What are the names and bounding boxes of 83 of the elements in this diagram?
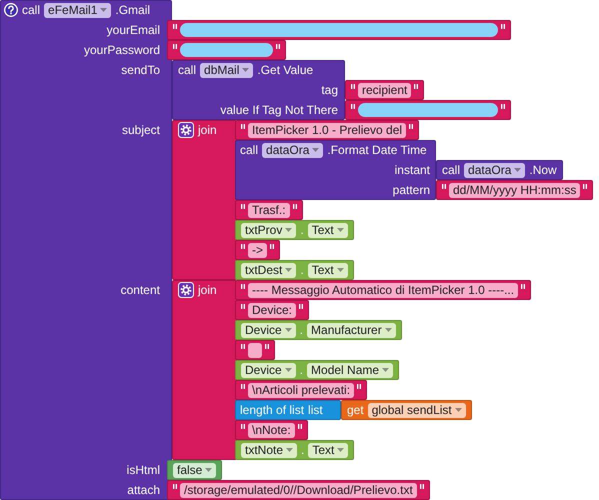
- component-dropdown: txtProv: [241, 222, 296, 238]
- text-string-block: [167, 480, 430, 500]
- string-field: \nArticoli prelevati:: [248, 382, 354, 398]
- property-getter-block: [235, 360, 400, 380]
- parameter-label: attach: [127, 483, 160, 497]
- string-field: Device:: [248, 302, 296, 318]
- string-field: ---- Messaggio Automatico di ItemPicker 1.0 ----...: [248, 282, 518, 298]
- join-block: [172, 120, 237, 280]
- text-string-block: [436, 180, 594, 200]
- method-call-block: [436, 160, 563, 180]
- parameter-label: yourPassword: [84, 43, 160, 57]
- keyword-label: call: [240, 143, 258, 157]
- string-field: ->: [248, 242, 268, 258]
- parameter-label: subject: [122, 123, 160, 137]
- method-name-label: .Gmail: [115, 3, 150, 17]
- text-string-block: [235, 280, 532, 300]
- parameter-label: pattern: [392, 183, 430, 197]
- string-field: \nNote:: [248, 422, 295, 438]
- boolean-block: [167, 460, 222, 480]
- keyword-label: call: [22, 3, 40, 17]
- parameter-label: list: [308, 403, 323, 417]
- method-name-label: .Format Date Time: [327, 143, 427, 157]
- separator-label: .: [300, 263, 304, 277]
- separator-label: .: [300, 363, 304, 377]
- property-getter-block: [235, 220, 354, 240]
- text-string-block: [235, 420, 308, 440]
- method-call-block: [0, 0, 172, 500]
- separator-label: .: [300, 323, 304, 337]
- property-getter-block: [235, 260, 354, 280]
- method-name-label: .Get Value: [257, 63, 314, 77]
- keyword-label: join: [198, 123, 217, 137]
- parameter-label: yourEmail: [106, 23, 160, 37]
- text-string-block: [345, 80, 424, 100]
- text-string-block: [235, 240, 280, 260]
- text-string-block: [235, 300, 310, 320]
- variable-getter-block: [341, 400, 472, 420]
- variable-dropdown: global sendList: [368, 402, 466, 418]
- parameter-label: instant: [394, 163, 430, 177]
- text-string-block: [235, 200, 303, 220]
- component-dropdown: txtNote: [241, 442, 298, 458]
- method-call-block: [172, 60, 345, 120]
- parameter-label: isHtml: [126, 463, 160, 477]
- keyword-label: join: [198, 283, 217, 297]
- text-string-block: [167, 40, 286, 60]
- parameter-label: sendTo: [121, 63, 160, 77]
- property-getter-block: [235, 440, 354, 460]
- component-dropdown: Device: [241, 322, 296, 338]
- string-field: /storage/emulated/0//Download/Prelievo.txt: [180, 482, 417, 498]
- property-dropdown: Text: [308, 262, 348, 278]
- text-string-block: [345, 100, 511, 120]
- keyword-label: length of list: [240, 403, 304, 417]
- keyword-label: call: [442, 163, 460, 177]
- component-dropdown: dataOra: [262, 142, 324, 158]
- property-dropdown: Manufacturer: [307, 322, 396, 338]
- property-dropdown: Text: [308, 442, 348, 458]
- method-call-block: [235, 140, 436, 200]
- text-string-block: [235, 120, 420, 140]
- boolean-dropdown: false: [173, 462, 216, 478]
- component-dropdown: dataOra: [464, 162, 526, 178]
- method-name-label: .Now: [529, 163, 557, 177]
- keyword-label: call: [178, 63, 196, 77]
- text-string-block: [167, 20, 511, 40]
- component-dropdown: dbMail: [200, 62, 254, 78]
- string-field: Trasf.:: [248, 202, 290, 218]
- parameter-label: value If Tag Not There: [220, 103, 338, 117]
- parameter-label: tag: [321, 83, 338, 97]
- property-getter-block: [235, 320, 402, 340]
- keyword-label: get: [347, 403, 364, 417]
- string-field: recipient: [358, 82, 412, 98]
- join-block: [172, 280, 237, 460]
- separator-label: .: [300, 223, 304, 237]
- string-field: ItemPicker 1.0 - Prelievo del: [248, 122, 406, 138]
- list-length-block: [235, 400, 341, 420]
- property-dropdown: Text: [308, 222, 348, 238]
- string-field: dd/MM/yyyy HH:mm:ss: [449, 182, 580, 198]
- separator-label: .: [301, 443, 304, 457]
- component-dropdown: Device: [241, 362, 296, 378]
- property-dropdown: Model Name: [307, 362, 394, 378]
- parameter-label: content: [120, 283, 160, 297]
- component-dropdown: eFeMail1: [44, 2, 112, 18]
- component-dropdown: txtDest: [241, 262, 296, 278]
- text-string-block: [235, 340, 275, 360]
- text-string-block: [235, 380, 368, 400]
